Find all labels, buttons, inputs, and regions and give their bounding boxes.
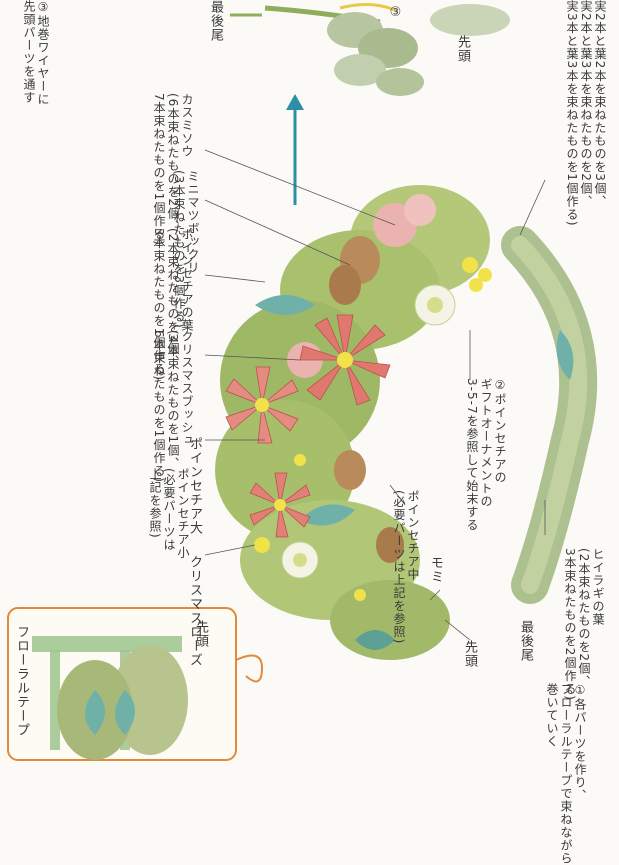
wreath-body: [215, 185, 598, 660]
label-poinsettia-ornament: ②ポインセチアの ギフトオーナメントの 3-5-7を参照して始末する: [465, 378, 507, 532]
poinsettia-small: [249, 472, 311, 538]
label-step3: ③地巻ワイヤーに 先頭パーツを通す: [22, 0, 50, 106]
direction-arrow: [286, 94, 304, 205]
label-inset-head: 先頭: [193, 620, 208, 648]
label-christmas-bush: クリスマスブッシュ (4本束ねたものを1個、 6本束ねたものを1個作る): [152, 330, 194, 483]
label-poinsettia-small: ポインセチア小 (必要パーツは 上記を参照): [148, 468, 190, 559]
label-head-right: 先頭: [462, 640, 477, 668]
wreath-illustration: [7, 3, 598, 761]
label-fir: モミ: [428, 556, 443, 584]
label-last-end-right: 最後尾: [518, 620, 533, 662]
label-holly-leaves: ヒイラギの葉 (2本束ねたものを2個、 3本束ねたものを2個作る): [563, 548, 605, 701]
top-lavender-bundle: [264, 3, 510, 96]
poinsettia-large: [299, 314, 391, 406]
label-step1: ①各パーツを作り、 フローラルテープで束ねながら 巻いていく: [545, 683, 587, 865]
label-last-end-top: 最後尾: [208, 0, 223, 42]
inset-detail: [7, 607, 264, 761]
poinsettia-medium: [225, 366, 299, 444]
label-inset-floral-tape: フローラルテープ: [14, 625, 29, 737]
label-poinsettia-large: ポインセチア大: [187, 437, 202, 535]
label-top-right-note: 実2本と葉2本を束ねたものを3個、 実2本と葉3本を束ねたものを2個、 実3本と…: [565, 0, 607, 227]
label-circle3: ③: [388, 5, 403, 21]
label-kasumisou: カスミソウ (6本束ねたものを2個、 7本束ねたものを1個作る): [152, 93, 194, 246]
leader-lines: [204, 149, 546, 641]
label-head-top: 先頭: [455, 35, 470, 63]
label-poinsettia-medium: ポインセチア中 (必要パーツは上記を参照): [392, 490, 420, 645]
label-christmas-rose: クリスマスローズ: [187, 555, 202, 667]
label-mini-cones: ミニマツボックリ (3本束ねたものを3個作る): [172, 170, 200, 329]
label-poinsettia-leaf: ポインセチアの葉 (2本束ねたものを3個、 3本束ねたものを1個作る): [152, 228, 194, 381]
